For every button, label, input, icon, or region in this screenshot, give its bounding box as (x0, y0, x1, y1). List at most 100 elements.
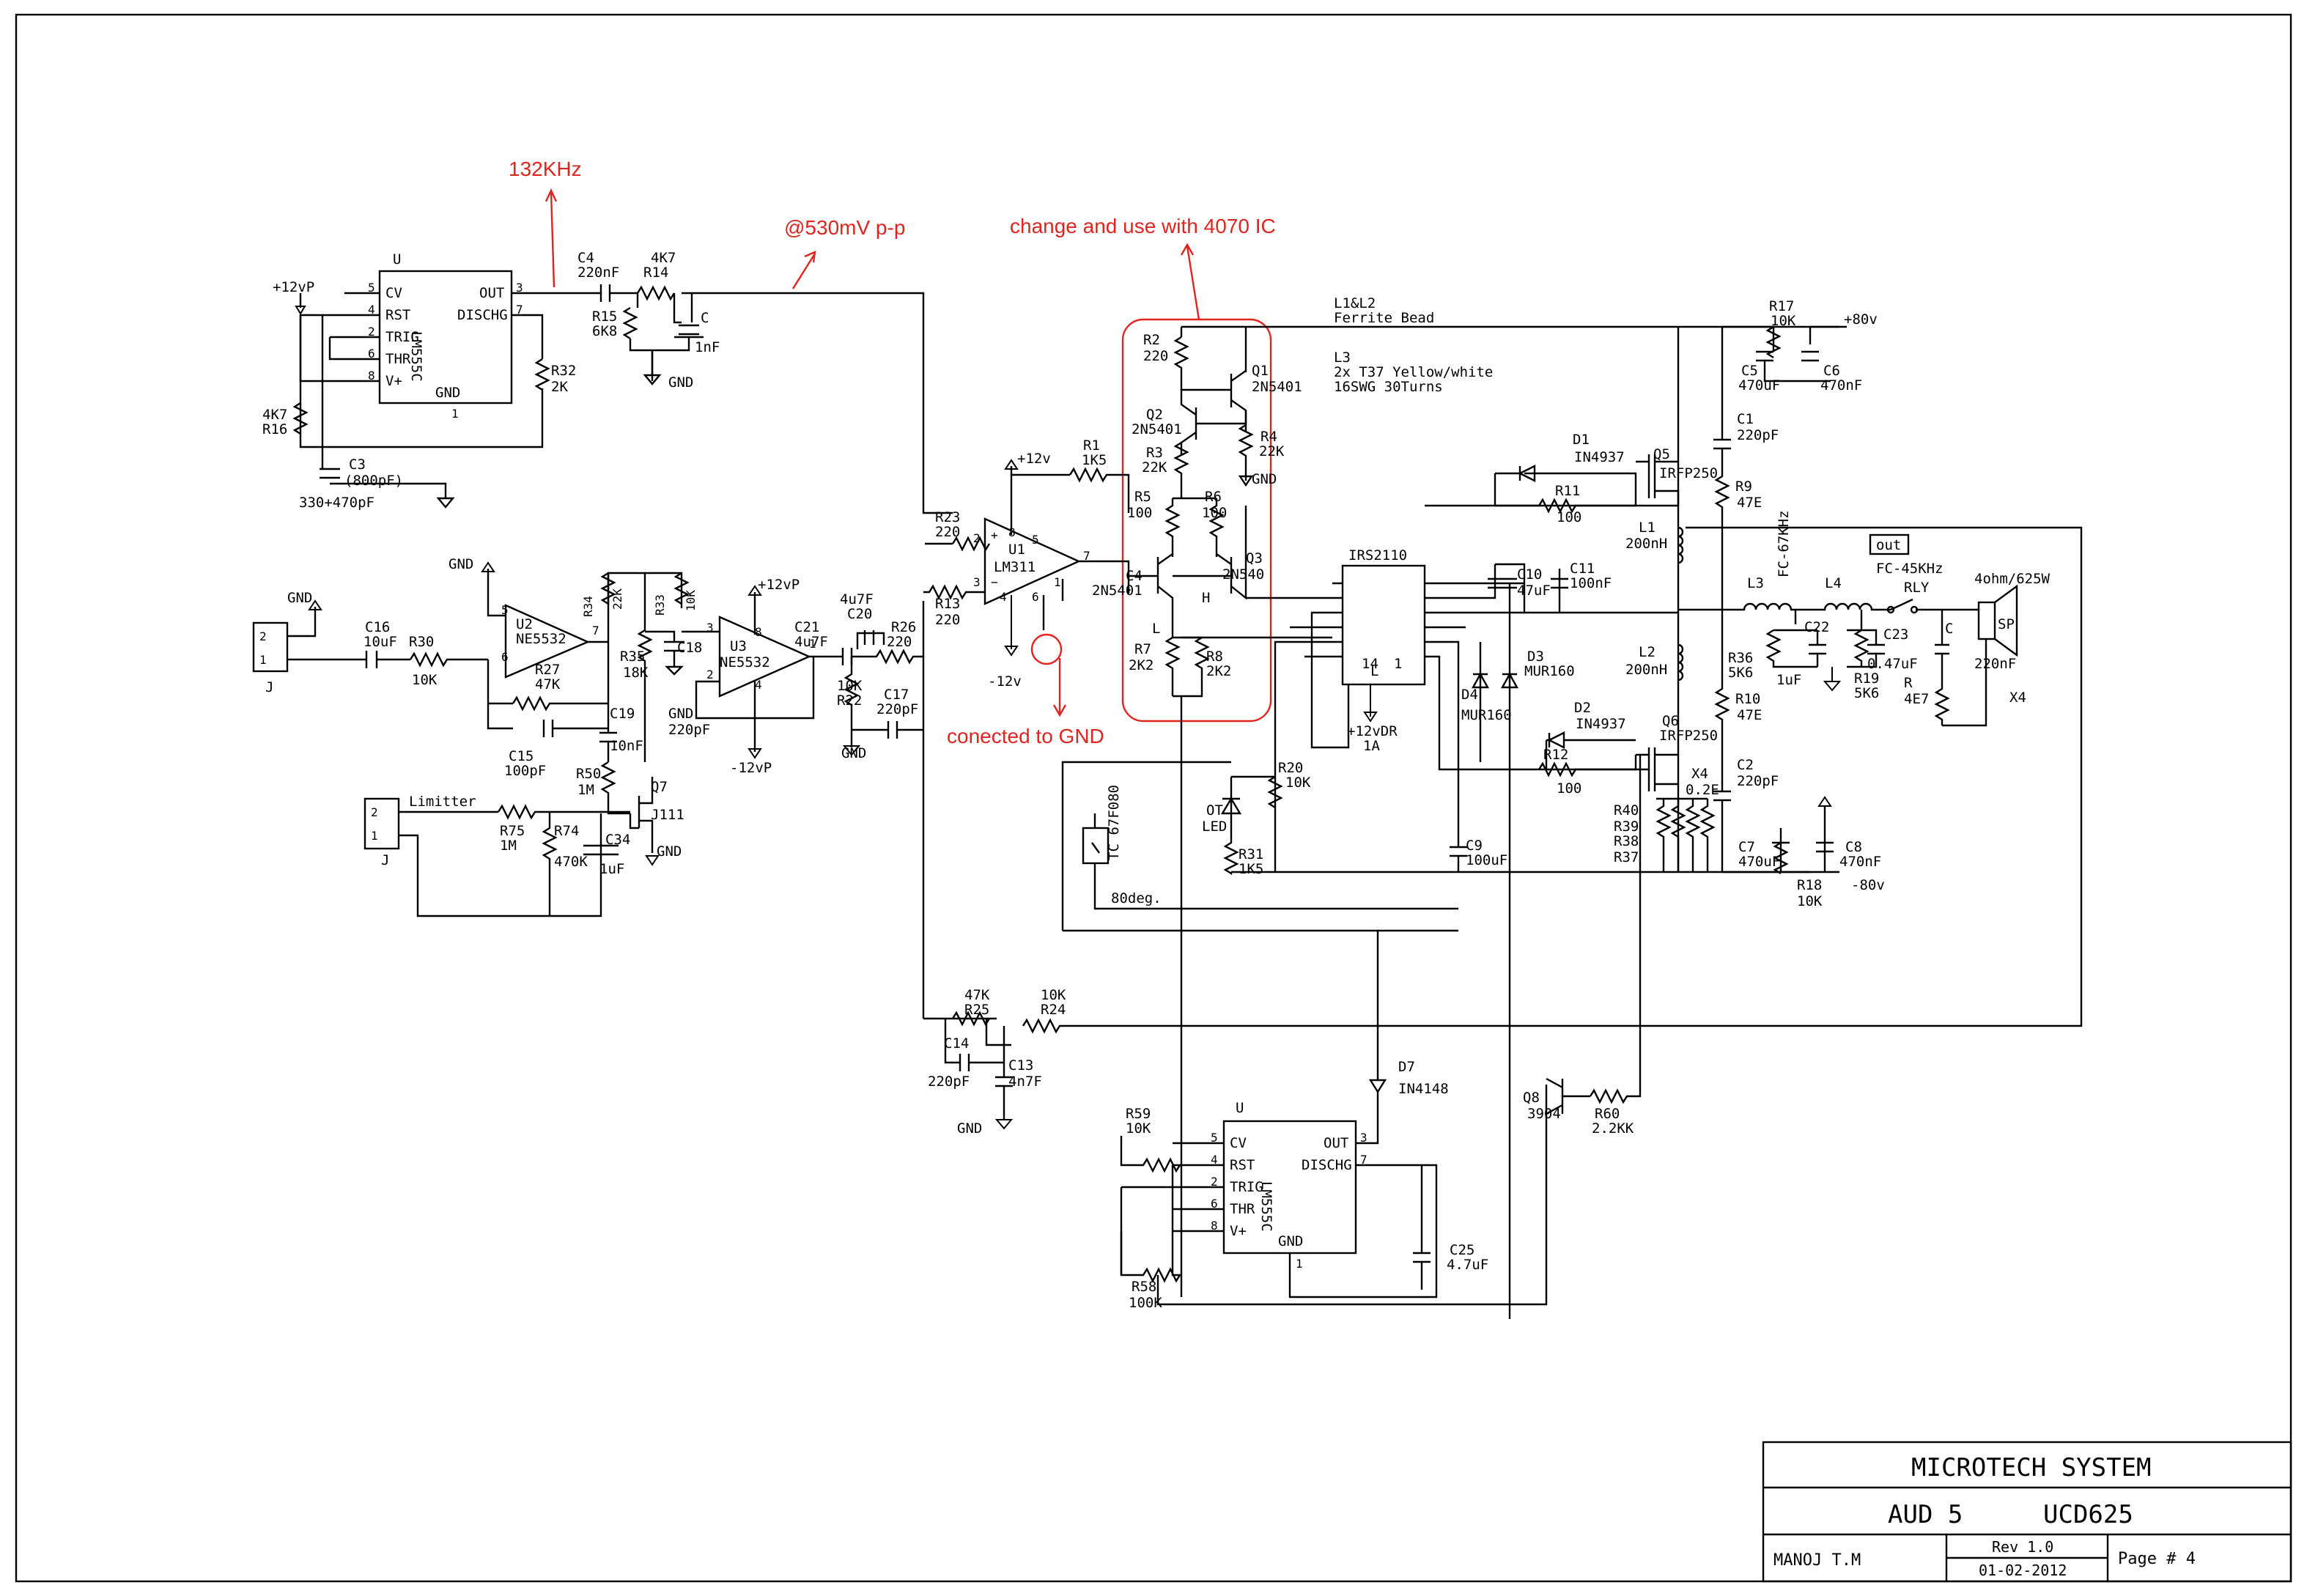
svg-text:R30: R30 (409, 634, 434, 650)
svg-text:V+: V+ (1230, 1223, 1247, 1239)
svg-text:GND: GND (841, 745, 866, 761)
svg-text:4: 4 (368, 303, 375, 317)
svg-text:R: R (1904, 675, 1913, 691)
svg-text:100uF: 100uF (1466, 852, 1507, 868)
svg-text:1uF: 1uF (1776, 672, 1801, 688)
svg-text:16SWG 30Turns: 16SWG 30Turns (1334, 379, 1443, 395)
svg-text:2N5401: 2N5401 (1092, 583, 1143, 599)
svg-text:100nF: 100nF (1570, 575, 1612, 591)
thermal-switch: TC 67F080 80deg. (1082, 785, 1458, 910)
comparator-u1: U1 LM311 8 5 2 3 4 1 6 7 + − (973, 517, 1090, 605)
svg-text:Q7: Q7 (651, 779, 668, 795)
svg-text:220: 220 (935, 612, 960, 628)
svg-text:22K: 22K (610, 588, 624, 610)
svg-text:IN4148: IN4148 (1398, 1081, 1449, 1097)
svg-text:V+: V+ (385, 373, 402, 389)
svg-text:OUT: OUT (1324, 1135, 1348, 1151)
svg-text:R3: R3 (1146, 445, 1163, 461)
svg-text:C21: C21 (794, 619, 819, 635)
svg-text:10K: 10K (1285, 775, 1311, 791)
svg-text:C11: C11 (1570, 561, 1595, 577)
transistor-q2: Q2 2N5401 (1132, 390, 1246, 454)
svg-text:D3: D3 (1527, 649, 1544, 665)
svg-text:−: − (991, 575, 998, 589)
svg-text:220: 220 (935, 524, 960, 540)
svg-text:Q6: Q6 (1662, 713, 1679, 729)
svg-text:6: 6 (368, 347, 375, 361)
svg-text:100: 100 (1127, 505, 1152, 521)
svg-text:R24: R24 (1041, 1002, 1066, 1018)
svg-text:132KHz: 132KHz (509, 158, 582, 180)
svg-text:LED: LED (1202, 819, 1227, 835)
svg-text:C22: C22 (1804, 619, 1829, 635)
svg-text:4u7F: 4u7F (840, 591, 874, 607)
svg-text:470uF: 470uF (1738, 854, 1780, 870)
svg-text:C14: C14 (944, 1035, 969, 1052)
svg-text:47K: 47K (964, 987, 990, 1003)
svg-text:2K2: 2K2 (1206, 663, 1231, 679)
svg-text:L1: L1 (1639, 520, 1655, 536)
svg-text:GND: GND (435, 385, 460, 401)
svg-text:6: 6 (1211, 1197, 1218, 1211)
svg-text:Q2: Q2 (1146, 407, 1163, 423)
svg-text:7: 7 (592, 624, 599, 638)
svg-text:4.7uF: 4.7uF (1447, 1257, 1488, 1273)
svg-text:R2: R2 (1143, 332, 1160, 348)
input-connector[interactable]: 2 1 J (252, 621, 289, 695)
svg-text:R34: R34 (581, 596, 595, 617)
svg-text:J: J (381, 852, 389, 868)
svg-text:L: L (1370, 663, 1378, 679)
svg-text:3: 3 (516, 281, 523, 295)
svg-text:MUR160: MUR160 (1461, 707, 1512, 723)
svg-text:GND: GND (287, 590, 312, 606)
svg-text:OUT: OUT (479, 285, 504, 301)
svg-text:4K7: 4K7 (262, 407, 287, 423)
svg-text:7: 7 (1360, 1153, 1367, 1167)
svg-text:2.2KK: 2.2KK (1592, 1120, 1634, 1137)
speaker-icon: SP 4ohm/625W (1974, 571, 2051, 657)
svg-text:C15: C15 (509, 748, 534, 764)
svg-text:47E: 47E (1737, 495, 1762, 511)
svg-text:R27: R27 (535, 662, 560, 678)
svg-text:R5: R5 (1134, 489, 1151, 505)
svg-text:J111: J111 (651, 807, 684, 823)
svg-text:R1: R1 (1083, 437, 1100, 454)
svg-text:R6: R6 (1205, 489, 1222, 505)
svg-text:R8: R8 (1206, 649, 1223, 665)
limiter-connector[interactable]: 2 1 J Limitter (363, 794, 476, 868)
svg-text:C1: C1 (1737, 411, 1754, 427)
svg-text:D2: D2 (1574, 700, 1591, 716)
svg-text:22K: 22K (1259, 443, 1285, 459)
svg-text:RLY: RLY (1904, 580, 1930, 596)
svg-text:2x T37 Yellow/white: 2x T37 Yellow/white (1334, 364, 1493, 380)
svg-text:10K: 10K (837, 678, 863, 694)
svg-text:1M: 1M (500, 838, 517, 854)
svg-text:100K: 100K (1129, 1295, 1162, 1311)
svg-text:+12vP: +12vP (273, 279, 314, 295)
svg-text:R15: R15 (592, 309, 617, 325)
svg-text:R17: R17 (1769, 298, 1794, 314)
svg-text:47E: 47E (1737, 707, 1762, 723)
svg-text:R35: R35 (620, 649, 645, 665)
svg-text:1A: 1A (1363, 738, 1380, 754)
svg-text:18K: 18K (623, 665, 649, 681)
svg-text:-12v: -12v (988, 673, 1022, 690)
svg-text:FC-67KHz: FC-67KHz (1776, 510, 1792, 577)
highlight-box (1121, 318, 1272, 723)
svg-text:R40: R40 (1614, 802, 1639, 819)
svg-text:IN4937: IN4937 (1574, 449, 1625, 465)
ic-555-bottom: U CV RST TRIG THR V+ OUT DISCHG GND LM55… (1211, 1100, 1367, 1271)
opamp-u2: U2 NE5532 5 6 7 (501, 603, 599, 679)
svg-text:2N5401: 2N5401 (1252, 379, 1302, 395)
svg-text:1: 1 (371, 829, 378, 843)
ic-irs2110: IRS2110 14 L 1 (1341, 547, 1426, 686)
svg-text:R22: R22 (837, 692, 862, 709)
output-relay[interactable]: out FC-45KHz RLY (1869, 533, 1979, 614)
transistor-q4 (1129, 553, 1174, 638)
svg-text:R9: R9 (1735, 479, 1752, 495)
svg-text:C25: C25 (1450, 1242, 1474, 1258)
svg-text:NE5532: NE5532 (516, 631, 566, 647)
svg-text:10K: 10K (412, 672, 438, 688)
svg-text:2: 2 (973, 531, 981, 545)
svg-text:2: 2 (371, 805, 378, 819)
